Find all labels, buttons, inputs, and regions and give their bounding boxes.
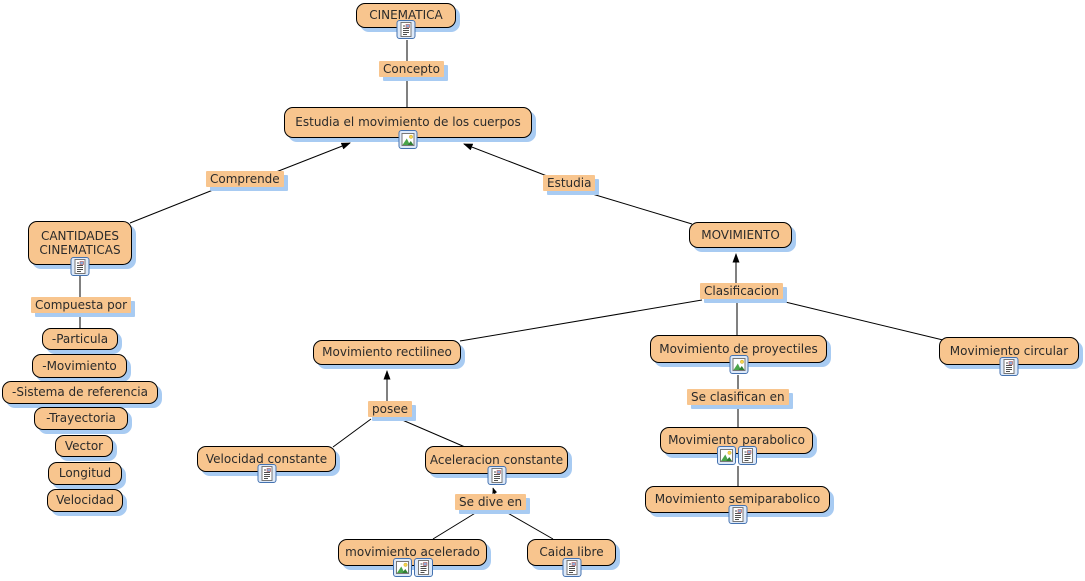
node-label: movimiento acelerado (345, 545, 480, 560)
link-label-compuesta-por[interactable]: Compuesta por (31, 297, 132, 313)
document-icon[interactable] (487, 466, 506, 485)
node-velocidad-constante[interactable]: Velocidad constante (197, 446, 336, 483)
image-icon[interactable] (716, 446, 736, 465)
node-label: Longitud (58, 466, 112, 481)
link-label-estudia[interactable]: Estudia (543, 175, 596, 191)
image-icon[interactable] (398, 130, 418, 149)
node-movimiento-de-proyectiles[interactable]: Movimiento de proyectiles (650, 335, 827, 374)
node-longitud[interactable]: Longitud (48, 462, 122, 485)
image-icon[interactable] (729, 355, 748, 374)
document-icon[interactable] (562, 558, 581, 577)
node-movimiento-circular[interactable]: Movimiento circular (939, 337, 1079, 376)
node-label: -Particula (51, 331, 109, 346)
document-icon[interactable] (737, 446, 757, 465)
node-sistema-de-referencia[interactable]: -Sistema de referencia (2, 381, 158, 404)
node-trayectoria[interactable]: -Trayectoria (34, 407, 128, 430)
node-label: MOVIMIENTO (701, 227, 780, 242)
node-movimiento-parabolico[interactable]: Movimiento parabolico (660, 427, 813, 465)
document-icon[interactable] (396, 20, 416, 39)
node-estudia-cuerpos[interactable]: Estudia el movimiento de los cuerpos (284, 107, 532, 149)
node-velocidad[interactable]: Velocidad (47, 489, 123, 512)
node-label: Movimiento rectilineo (322, 345, 452, 360)
document-icon[interactable] (257, 464, 276, 483)
node-label: Vector (64, 438, 104, 453)
node-movimiento-item[interactable]: -Movimiento (32, 354, 127, 378)
node-movimiento-rectilineo[interactable]: Movimiento rectilineo (313, 340, 461, 365)
node-label: Velocidad (56, 493, 114, 508)
link-label-se-clasifican-en[interactable]: Se clasifican en (687, 389, 789, 405)
node-label: CANTIDADES CINEMATICAS (39, 228, 121, 257)
node-label: CINEMATICA (369, 8, 443, 23)
link-label-clasificacion[interactable]: Clasificacion (700, 283, 784, 299)
node-movimiento[interactable]: MOVIMIENTO (689, 222, 792, 248)
link-label-se-dive-en[interactable]: Se dive en (455, 494, 527, 510)
node-label: Aceleracion constante (429, 452, 564, 467)
node-cantidades-cinematicas[interactable]: CANTIDADES CINEMATICAS (28, 221, 132, 276)
node-label: Movimiento circular (949, 343, 1069, 358)
node-movimiento-semiparabolico[interactable]: Movimiento semiparabolico (645, 486, 830, 524)
node-label: Movimiento de proyectiles (659, 341, 818, 356)
node-aceleracion-constante[interactable]: Aceleracion constante (425, 446, 568, 485)
document-icon[interactable] (999, 357, 1019, 376)
node-label: Velocidad constante (205, 451, 328, 466)
node-label: Movimiento parabolico (668, 433, 805, 448)
node-label: -Sistema de referencia (12, 385, 148, 400)
node-label: -Movimiento (42, 358, 117, 373)
link-label-posee[interactable]: posee (368, 401, 412, 417)
node-cinematica[interactable]: CINEMATICA (356, 3, 456, 39)
node-caida-libre[interactable]: Caida libre (527, 539, 616, 577)
image-icon[interactable] (392, 558, 412, 577)
link-label-concepto[interactable]: Concepto (379, 61, 444, 77)
node-particula[interactable]: -Particula (42, 328, 118, 350)
node-label: Movimiento semiparabolico (654, 492, 821, 507)
document-icon[interactable] (413, 558, 433, 577)
node-label: Estudia el movimiento de los cuerpos (295, 115, 521, 130)
link-label-comprende[interactable]: Comprende (206, 171, 284, 187)
node-label: -Trayectoria (46, 411, 116, 426)
document-icon[interactable] (70, 257, 90, 276)
node-label: Caida libre (539, 545, 604, 560)
node-movimiento-acelerado[interactable]: movimiento acelerado (338, 539, 487, 577)
node-vector[interactable]: Vector (55, 435, 113, 457)
document-icon[interactable] (728, 505, 747, 524)
